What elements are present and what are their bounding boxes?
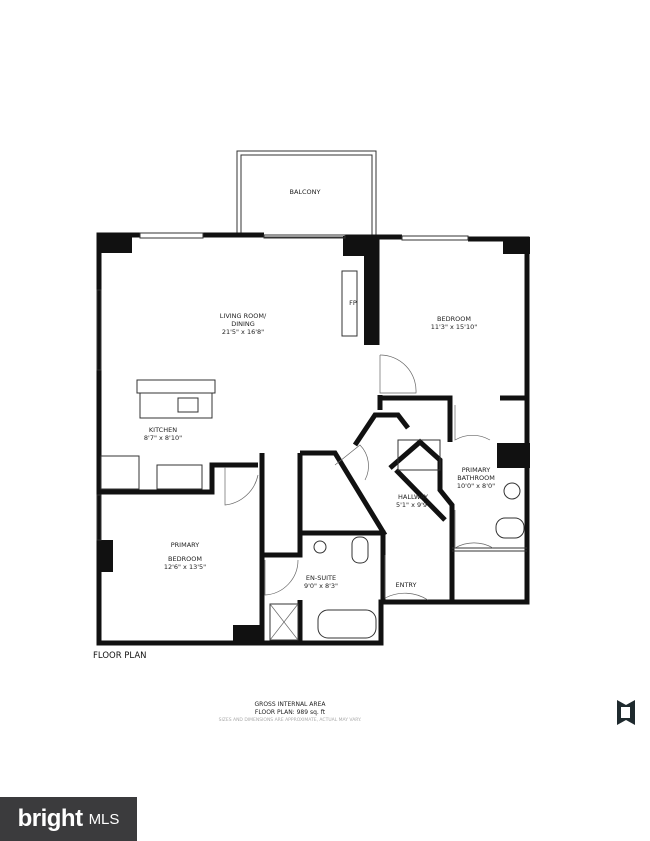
label-primary-bath-1: PRIMARY (462, 466, 491, 474)
label-primary-bed-1: PRIMARY (171, 541, 200, 549)
area-disclaimer: SIZES AND DIMENSIONS ARE APPROXIMATE, AC… (219, 717, 362, 723)
kitchen-sink (177, 397, 199, 413)
stove (156, 464, 203, 490)
plan-title: FLOOR PLAN (93, 651, 147, 661)
bath-toilet (495, 517, 525, 539)
label-balcony: BALCONY (289, 188, 320, 196)
label-ensuite: EN-SUITE (306, 574, 336, 582)
bath-sink (503, 482, 521, 500)
label-entry: ENTRY (395, 581, 416, 589)
windows (96, 232, 469, 541)
ensuite-shower (269, 603, 299, 641)
kitchen-island (136, 379, 216, 394)
dims-primary-bed: 12'6" x 13'5" (164, 563, 206, 571)
ensuite-sink (313, 540, 327, 554)
bright-mls-watermark: bright MLS (0, 797, 137, 841)
balcony (236, 150, 377, 238)
doors (224, 354, 494, 601)
dims-living: 21'5" x 16'8" (222, 328, 264, 336)
bathtub (317, 609, 377, 639)
label-fireplace: FP (349, 299, 357, 307)
label-bedroom: BEDROOM (437, 315, 471, 323)
label-hallway: HALLWAY (398, 493, 428, 501)
label-primary-bath-2: BATHROOM (457, 474, 495, 482)
brand-logo-icon (617, 700, 635, 725)
fixtures (100, 270, 525, 641)
label-living: LIVING ROOM/ (220, 312, 267, 320)
dims-hallway: 5'1" x 9'9" (396, 501, 430, 509)
dims-kitchen: 8'7" x 8'10" (144, 434, 182, 442)
label-kitchen: KITCHEN (149, 426, 177, 434)
dims-ensuite: 9'0" x 8'3" (304, 582, 338, 590)
watermark-suffix: MLS (88, 810, 120, 828)
label-dining: DINING (231, 320, 255, 328)
exterior-walls (96, 232, 530, 646)
label-primary-bed-2: BEDROOM (168, 555, 202, 563)
fireplace (341, 270, 358, 337)
dims-bedroom: 11'3" x 15'10" (431, 323, 477, 331)
area-heading: GROSS INTERNAL AREA (255, 701, 327, 708)
watermark-brand: bright (17, 805, 83, 832)
ensuite-toilet (351, 536, 369, 564)
area-value: FLOOR PLAN: 989 sq. ft (255, 709, 326, 716)
dims-primary-bath: 10'0" x 8'0" (457, 482, 495, 490)
interior-walls (99, 237, 527, 643)
room-labels: BALCONY LIVING ROOM/ DINING 21'5" x 16'8… (144, 188, 495, 590)
